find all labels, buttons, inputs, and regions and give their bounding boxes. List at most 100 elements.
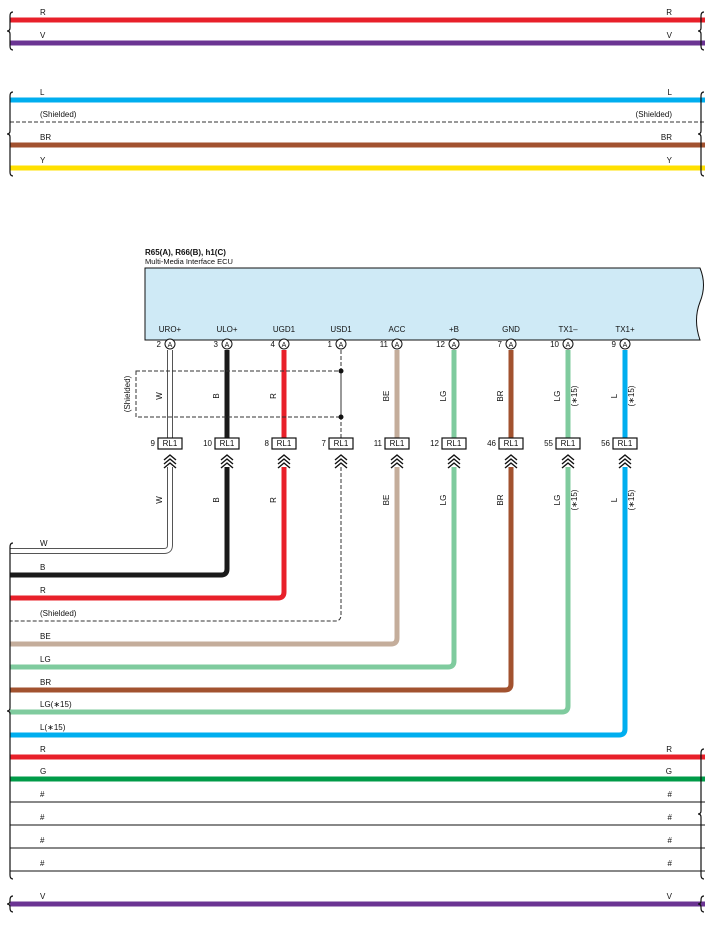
- wire-1: [10, 350, 230, 578]
- bundle-bracket: [6, 542, 14, 880]
- bundle-bracket: [6, 895, 14, 913]
- relay-connector-box: [328, 437, 354, 450]
- wire-color-label-lower: BE: [382, 495, 391, 506]
- pin-number: 2: [157, 340, 162, 349]
- wire-note-lower: (∗15): [570, 489, 579, 510]
- pin-number: 1: [328, 340, 333, 349]
- connector-circle: [278, 338, 290, 350]
- relay-connector-box: [271, 437, 297, 450]
- wire-color-label-lower: L: [610, 497, 619, 502]
- wire-color-label-upper: BE: [382, 391, 391, 402]
- top-wire-label-left: V: [40, 31, 46, 40]
- relay-connector-box: [214, 437, 240, 450]
- relay-connector-box: [612, 437, 638, 450]
- relay-pin-number: 7: [322, 439, 327, 448]
- relay-pin-number: 55: [544, 439, 553, 448]
- top-wire-label-right: V: [667, 31, 673, 40]
- pin-number: 7: [498, 340, 503, 349]
- connector-chevron: [163, 462, 177, 469]
- relay-pin-number: 46: [487, 439, 496, 448]
- bottom-wire-label-left: #: [40, 813, 45, 822]
- bottom-wire-label-right: G: [666, 767, 672, 776]
- connector-chevron: [618, 462, 632, 469]
- bottom-wire-label-right: #: [668, 813, 673, 822]
- connector-letter: A: [168, 342, 173, 349]
- white-wire: [10, 350, 172, 553]
- wire-color-label-upper: W: [155, 392, 164, 400]
- connector-chevron: [220, 458, 234, 465]
- connector-letter: A: [395, 342, 400, 349]
- relay-connector-label: RL1: [334, 439, 349, 448]
- connector-letter: A: [282, 342, 287, 349]
- bottom-wire-label-left: V: [40, 892, 46, 901]
- ecu-subtitle: Multi-Media Interface ECU: [145, 257, 233, 266]
- connector-chevron: [447, 458, 461, 465]
- connector-chevron: [561, 462, 575, 469]
- connector-circle: [164, 338, 176, 350]
- bottom-wire-label-left: G: [40, 767, 46, 776]
- bus-wire-label: BR: [40, 678, 51, 687]
- connector-circle: [448, 338, 460, 350]
- connector-chevron: [390, 454, 404, 461]
- shield-junction-bottom: [338, 414, 344, 420]
- connector-letter: A: [452, 342, 457, 349]
- bottom-wire-label-right: V: [667, 892, 673, 901]
- connector-chevron: [220, 462, 234, 469]
- wire-color-label-lower: BR: [496, 494, 505, 505]
- bundle-bracket: [6, 11, 14, 51]
- top-wire-label-left: BR: [40, 133, 51, 142]
- connector-chevron: [277, 462, 291, 469]
- pin-number: 12: [436, 340, 445, 349]
- pin-name: TX1–: [558, 325, 578, 334]
- bottom-wire-label-left: #: [40, 790, 45, 799]
- connector-circle: [562, 338, 574, 350]
- bottom-wire-label-left: R: [40, 745, 46, 754]
- bus-wire-label: B: [40, 563, 45, 572]
- pin-number: 4: [271, 340, 276, 349]
- relay-connector-label: RL1: [504, 439, 519, 448]
- bus-wire-label: R: [40, 586, 46, 595]
- connector-letter: A: [623, 342, 628, 349]
- relay-pin-number: 11: [374, 439, 383, 448]
- relay-connector-label: RL1: [163, 439, 178, 448]
- connector-chevron: [447, 462, 461, 469]
- connector-chevron: [277, 458, 291, 465]
- top-wire-label-right: L: [668, 88, 673, 97]
- relay-connector-label: RL1: [447, 439, 462, 448]
- shield-enclosure: [135, 370, 342, 418]
- connector-circle: [221, 338, 233, 350]
- wire-note-upper: (∗15): [570, 385, 579, 406]
- top-wire-label-left: R: [40, 8, 46, 17]
- wire-color-label-upper: LG: [439, 391, 448, 402]
- connector-chevron: [561, 458, 575, 465]
- connector-chevron: [504, 454, 518, 461]
- relay-connector-box: [157, 437, 183, 450]
- connector-circle: [619, 338, 631, 350]
- connector-chevron: [334, 454, 348, 461]
- bundle-bracket: [697, 91, 705, 177]
- pin-name: TX1+: [615, 325, 635, 334]
- wire-color-label-upper: B: [212, 393, 221, 398]
- connector-letter: A: [225, 342, 230, 349]
- connector-chevron: [334, 462, 348, 469]
- relay-pin-number: 10: [203, 439, 212, 448]
- pin-name: URO+: [159, 325, 182, 334]
- top-wire-label-left: Y: [40, 156, 46, 165]
- wire-color-label-upper: L: [610, 393, 619, 398]
- connector-circle: [505, 338, 517, 350]
- connector-chevron: [618, 458, 632, 465]
- wire-5: [10, 350, 457, 670]
- white-wire-outline: [10, 350, 173, 554]
- wire-color-label-upper: R: [269, 393, 278, 399]
- wire-6: [10, 350, 514, 693]
- pin-name: USD1: [330, 325, 352, 334]
- pin-name: +B: [449, 325, 459, 334]
- bus-wire-label: LG(∗15): [40, 700, 72, 709]
- connector-chevron: [220, 454, 234, 461]
- bundle-bracket: [697, 895, 705, 913]
- wire-4: [10, 350, 400, 647]
- connector-chevron: [447, 454, 461, 461]
